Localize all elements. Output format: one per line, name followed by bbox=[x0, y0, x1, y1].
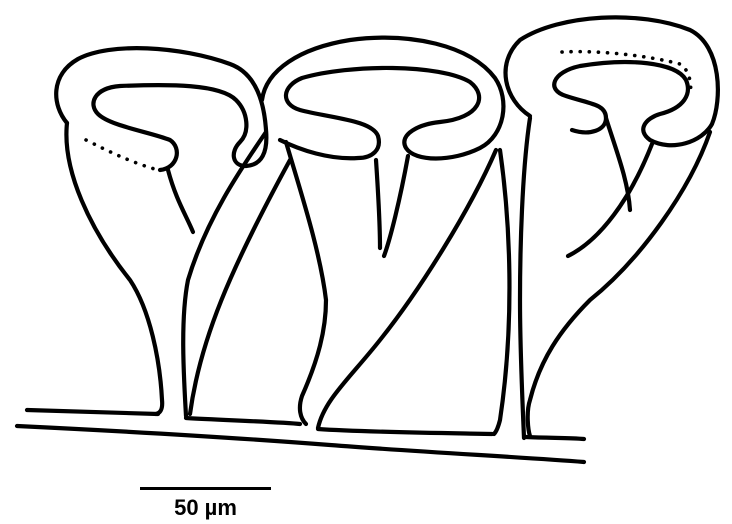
zooid-left bbox=[56, 48, 266, 416]
zooid-middle-body bbox=[286, 142, 496, 428]
zooid-right-middle-edge bbox=[494, 150, 509, 434]
zooid-middle-hood bbox=[262, 38, 503, 159]
zooid-left-peduncle bbox=[168, 170, 193, 232]
zooid-right-peduncle bbox=[568, 118, 652, 256]
scale-bar-label: 50 µm bbox=[140, 496, 271, 520]
zooid-right bbox=[494, 17, 718, 438]
zooid-left-opening-dotted bbox=[86, 140, 158, 170]
zooid-middle bbox=[190, 38, 503, 428]
zooid-left-hood bbox=[56, 48, 266, 170]
zooid-right-opening-dotted bbox=[562, 52, 691, 96]
zooid-middle-peduncle bbox=[376, 156, 408, 256]
stolon-lower-edge bbox=[17, 426, 584, 462]
zooid-right-hood bbox=[506, 17, 718, 145]
zooid-middle-side bbox=[190, 160, 290, 414]
zooid-right-body bbox=[520, 118, 710, 438]
scale-bar bbox=[140, 487, 271, 490]
